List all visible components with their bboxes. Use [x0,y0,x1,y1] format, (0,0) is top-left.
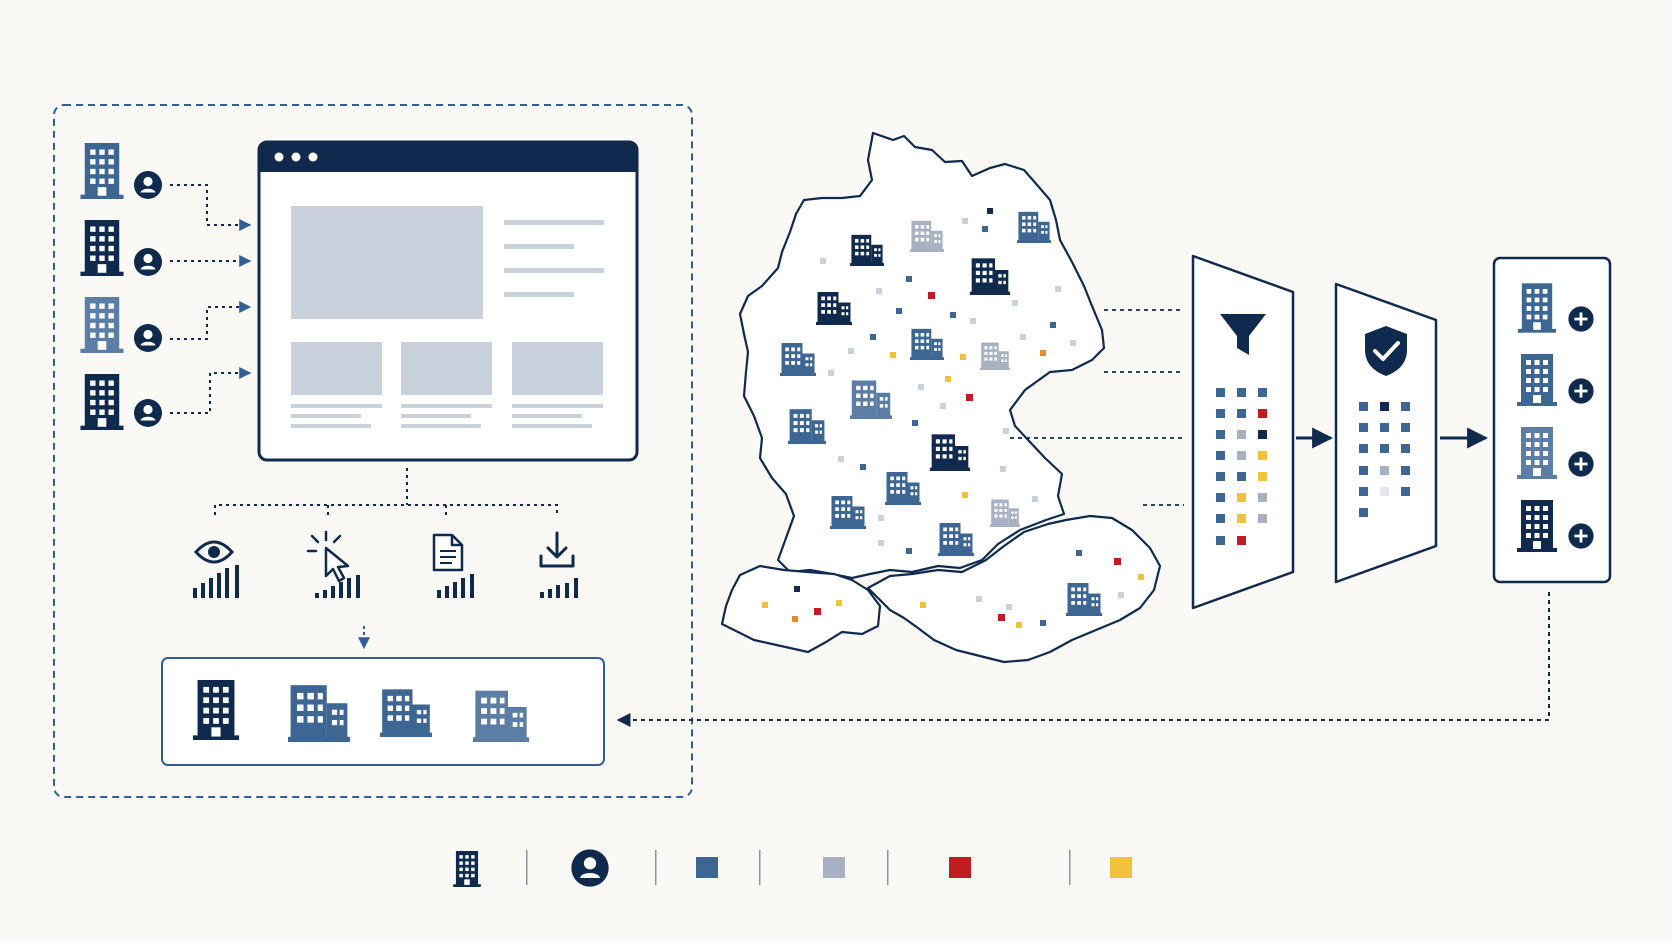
shield-check-icon [1365,326,1407,376]
filter-funnel-icon [1220,314,1266,355]
building-icon [1518,283,1556,333]
signal-bars-icon [315,575,360,598]
signal-bars-icon [437,574,474,598]
legend [453,849,1132,887]
legend-building-icon [453,851,481,887]
legend-user-icon [571,849,609,887]
square-gray-icon [823,857,845,878]
user-icon [134,324,162,352]
plus-circle-icon[interactable] [1568,523,1594,549]
legend-divider [655,850,657,885]
signal-bars-icon [193,565,239,598]
download-icon [539,531,575,568]
filter-stage [1191,254,1295,610]
eye-icon [193,540,235,564]
signal-bars-icon [540,578,578,598]
connector-arrow [170,367,252,414]
user-icon [134,248,162,276]
enriched-company-list [1492,256,1612,584]
feedback-arrow [616,592,1550,727]
identified-companies-box [161,657,605,766]
validation-data-grid [1359,402,1410,517]
branch-connectors [214,468,558,515]
document-icon [432,533,464,572]
company-row [80,297,252,353]
map-data-points [762,208,1144,628]
building-icon [1517,427,1557,479]
validation-stage [1334,282,1438,584]
cursor-click-icon [306,530,350,583]
square-blue-icon [696,857,718,878]
building-icon [80,374,124,430]
browser-window-icon [257,140,639,462]
square-yellow-icon [1110,857,1132,878]
plus-circle-icon[interactable] [1568,378,1594,404]
building-icon [80,220,124,276]
user-icon [134,171,162,199]
legend-divider [526,850,528,885]
legend-divider [887,850,889,885]
connector-arrow [170,184,252,231]
company-row [80,220,252,276]
building-icon [1517,354,1557,406]
building-icon [80,297,124,353]
building-icon [1517,500,1557,552]
legend-divider [1069,850,1071,885]
user-icon [134,399,162,427]
plus-circle-icon[interactable] [1568,451,1594,477]
building-icon [192,680,240,740]
building-icon [80,143,124,199]
company-row [80,367,252,430]
company-row [80,143,252,231]
dach-map-icon [720,131,1162,664]
plus-circle-icon[interactable] [1568,306,1594,332]
map-to-filter-links [1010,309,1184,506]
square-red-icon [949,857,971,878]
connector-arrow [170,301,252,340]
legend-divider [759,850,761,885]
filter-data-grid [1216,388,1267,545]
left-panel [53,104,693,798]
